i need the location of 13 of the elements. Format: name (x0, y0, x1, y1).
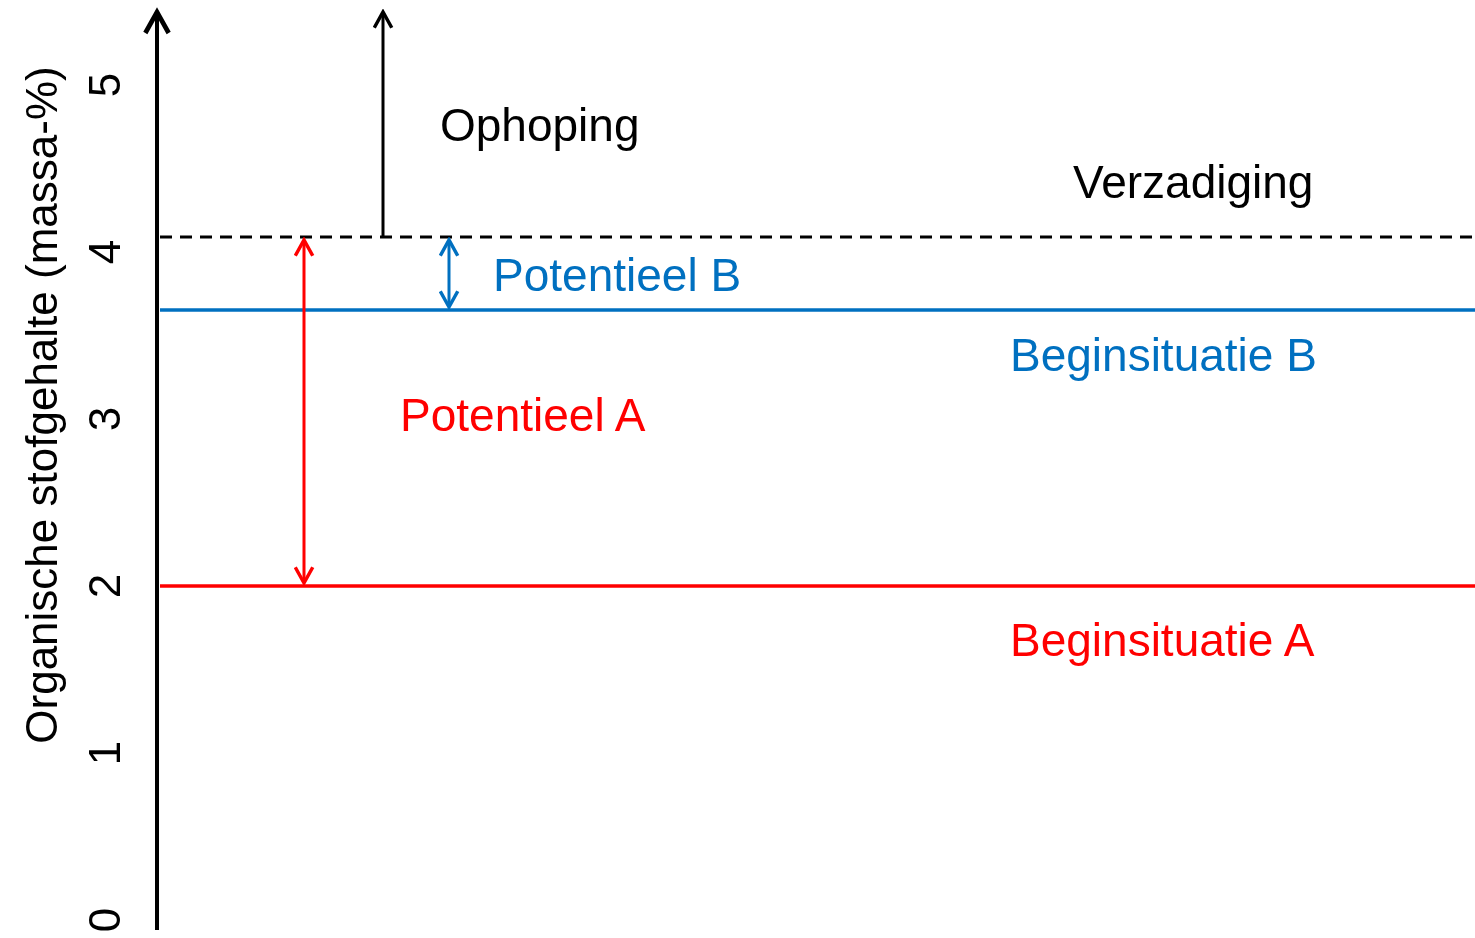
dimension-label: Potentieel A (400, 390, 646, 441)
line-label: Beginsituatie A (1010, 615, 1315, 666)
tick-label: 2 (80, 573, 130, 599)
line-label: Verzadiging (1073, 157, 1314, 208)
tick-label: 3 (80, 406, 130, 432)
tick-label: 5 (80, 72, 130, 98)
tick-label: 4 (80, 239, 130, 265)
axis-title: Organische stofgehalte (massa-%) (17, 66, 67, 744)
tick-label: 0 (80, 907, 130, 933)
tick-label: 1 (80, 740, 130, 766)
dimension-label: Potentieel B (493, 250, 742, 301)
line-label: Beginsituatie B (1010, 330, 1317, 381)
arrow-label: Ophoping (440, 100, 640, 151)
